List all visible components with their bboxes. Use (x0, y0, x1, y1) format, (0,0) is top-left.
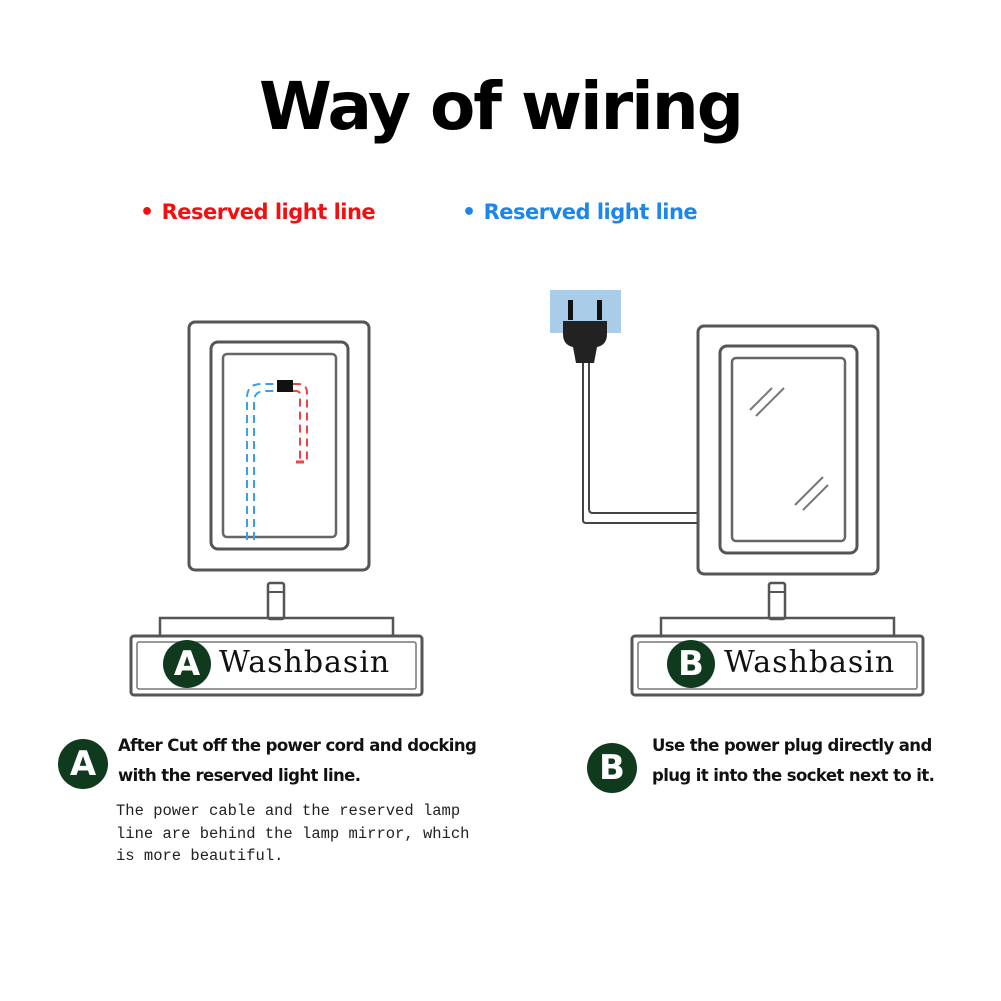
washbasin-b (630, 616, 925, 697)
note-a-detail: The power cable and the reserved lamp li… (116, 802, 470, 865)
legend-blue-line: • Reserved light line (462, 200, 698, 225)
power-cord (582, 363, 699, 524)
note-a-line1: After Cut off the power cord and docking (118, 736, 477, 755)
note-b-line1: Use the power plug directly and (652, 736, 932, 755)
connector-icon (277, 380, 293, 392)
note-badge-b-icon: B (587, 743, 637, 793)
bullet-icon: • (462, 200, 476, 225)
note-b-line2: plug it into the socket next to it. (652, 766, 935, 785)
note-b: Use the power plug directly and plug it … (652, 731, 935, 791)
page-title: Way of wiring (259, 68, 744, 145)
note-a: After Cut off the power cord and docking… (118, 731, 477, 791)
legend-red-label: Reserved light line (161, 200, 376, 224)
faucet-a (266, 581, 286, 621)
washbasin-a (129, 616, 424, 697)
legend-blue-label: Reserved light line (483, 200, 698, 224)
mirror-b (696, 324, 880, 576)
badge-b-icon: B (667, 640, 715, 688)
reserved-light-line-red (293, 383, 308, 464)
washbasin-label-b: Washbasin (724, 645, 896, 680)
note-a-line2: with the reserved light line. (118, 766, 361, 785)
legend-red-line: • Reserved light line (140, 200, 376, 225)
bullet-icon: • (140, 200, 154, 225)
faucet-b (767, 581, 787, 621)
washbasin-label-a: Washbasin (219, 645, 391, 680)
note-badge-a-icon: A (58, 739, 108, 789)
reserved-light-line-blue (246, 383, 278, 540)
badge-a-icon: A (163, 640, 211, 688)
socket-icon (550, 290, 621, 363)
mirror-a (187, 320, 371, 572)
